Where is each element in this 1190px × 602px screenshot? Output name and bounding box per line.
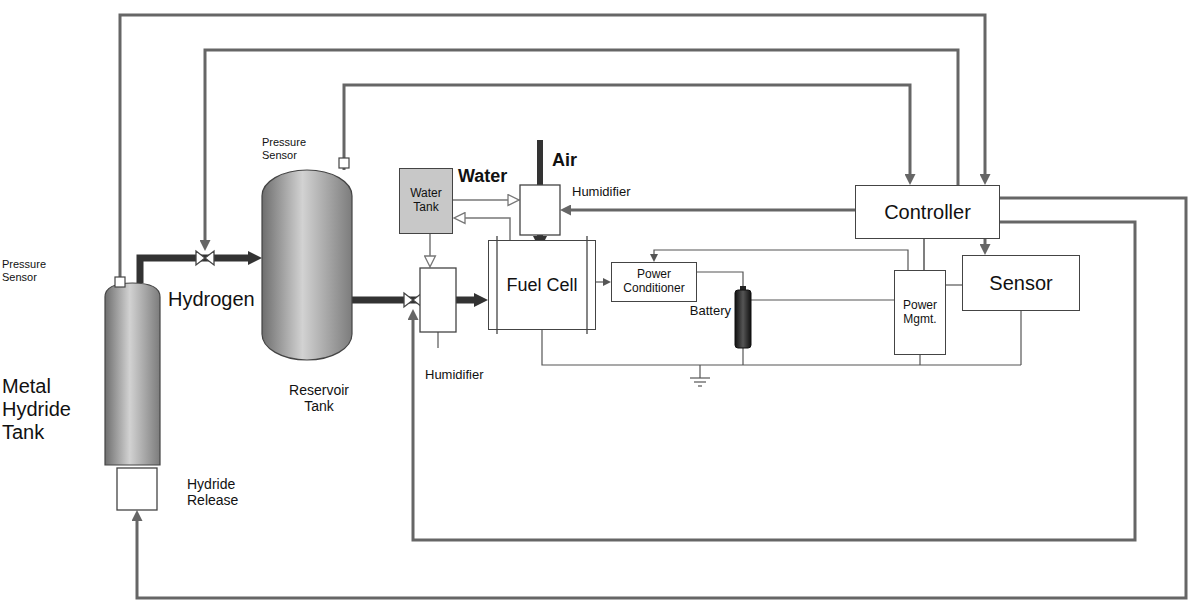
valve-symbol [404, 293, 422, 307]
ground-wire [742, 348, 743, 365]
node-outline [262, 170, 352, 360]
power-management: Power Mgmt. [894, 270, 946, 355]
flow-connector [984, 239, 987, 244]
flow-connector [453, 199, 508, 201]
node-label: Humidifier [425, 368, 505, 383]
node-label: Battery [683, 304, 731, 319]
node-outline [520, 185, 560, 235]
hydrogen-humidifier: Humidifier [420, 268, 456, 332]
flow-connector [923, 239, 925, 270]
sensor-label: Pressure Sensor [2, 258, 62, 283]
tank-body [105, 283, 160, 465]
ground-wire [542, 330, 1021, 365]
metal-hydride-tank: Metal Hydride Tank [105, 283, 160, 465]
flow-label: Water [458, 166, 528, 187]
hydride-release-box: Hydride Release [117, 468, 157, 510]
node-outline [117, 468, 157, 510]
node-label: Power Mgmt. [901, 299, 939, 327]
power-conditioner: Power Conditioner [611, 262, 697, 302]
water-tank: Water Tank [399, 168, 453, 234]
battery: Battery [735, 290, 751, 348]
node-label: Power Conditioner [618, 268, 690, 296]
air-humidifier: Humidifier [520, 185, 560, 235]
flow-connector [429, 234, 431, 256]
flow-connector [571, 209, 855, 212]
controller-box: Controller [855, 185, 1000, 239]
flow-connector [140, 258, 248, 283]
node-label: Humidifier [572, 185, 652, 200]
node-label: Water Tank [406, 187, 446, 215]
unit-box [117, 468, 157, 510]
node-label: Sensor [989, 272, 1052, 295]
pressure-sensor [115, 277, 125, 287]
flow-connector [344, 85, 910, 174]
node-outline [735, 290, 751, 348]
drain-line [437, 332, 438, 348]
sensor-box: Sensor [962, 255, 1080, 311]
unit-box [420, 268, 456, 332]
flow-label: Air [552, 150, 592, 171]
node-outline [105, 283, 160, 465]
control-wire [413, 222, 1135, 540]
air-inlet [537, 140, 543, 185]
ground-wire [1020, 311, 1021, 365]
node-outline [420, 268, 456, 332]
flow-connector [465, 218, 510, 240]
ground-symbol [690, 365, 710, 386]
node-label: Reservoir Tank [284, 382, 354, 414]
reservoir-tank: Reservoir Tank [262, 170, 352, 360]
battery-body [735, 290, 751, 348]
node-label: Hydride Release [187, 476, 257, 508]
flow-connector [596, 281, 603, 282]
flow-connector [456, 297, 474, 304]
unit-box [520, 185, 560, 235]
flow-label: Hydrogen [166, 288, 257, 311]
node-label: Metal Hydride Tank [2, 375, 84, 444]
ground-wire [919, 355, 920, 365]
node-label: Fuel Cell [506, 275, 577, 296]
flow-connector [946, 284, 962, 285]
flow-connector [751, 299, 894, 300]
node-label: Controller [884, 201, 971, 224]
fuel-cell: Fuel Cell [488, 240, 596, 330]
valve-symbol [196, 251, 214, 265]
pressure-sensor [339, 158, 349, 168]
sensor-label: Pressure Sensor [262, 136, 322, 161]
flow-connector [697, 272, 743, 290]
tank-body [262, 170, 352, 360]
